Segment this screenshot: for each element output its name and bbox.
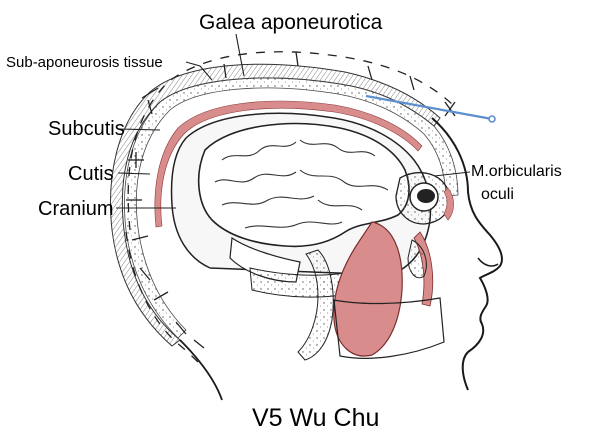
pupil	[417, 189, 435, 203]
tick-marks	[126, 51, 456, 349]
label-orbicularis-line2: oculi	[481, 186, 514, 203]
facial-muscle	[333, 221, 403, 357]
label-cranium: Cranium	[38, 198, 114, 220]
label-orbicularis-line1: M.orbicularis	[471, 163, 562, 180]
galea-band	[154, 100, 423, 228]
label-subcutis: Subcutis	[48, 118, 125, 140]
mandible	[333, 297, 445, 359]
nasal-cavity	[407, 239, 427, 279]
outer-dashed-contour	[127, 51, 453, 231]
outer-dashed-contour-low	[125, 231, 205, 369]
acupoint-title: V5 Wu Chu	[252, 404, 380, 432]
acupuncture-needle	[365, 94, 493, 121]
leader-lines	[116, 33, 471, 209]
label-sub-aponeurosis-tissue: Sub-aponeurosis tissue	[6, 54, 163, 71]
label-cutis: Cutis	[68, 163, 114, 185]
label-galea-aponeurotica: Galea aponeurotica	[199, 11, 383, 34]
orbicularis-muscle	[443, 187, 454, 221]
brain-gyri	[214, 139, 389, 229]
jaw-section	[297, 249, 334, 361]
neck-back	[179, 339, 223, 401]
nostril	[477, 257, 499, 267]
face-outline	[431, 117, 503, 391]
brain	[197, 122, 410, 248]
needle-handle	[488, 115, 496, 123]
